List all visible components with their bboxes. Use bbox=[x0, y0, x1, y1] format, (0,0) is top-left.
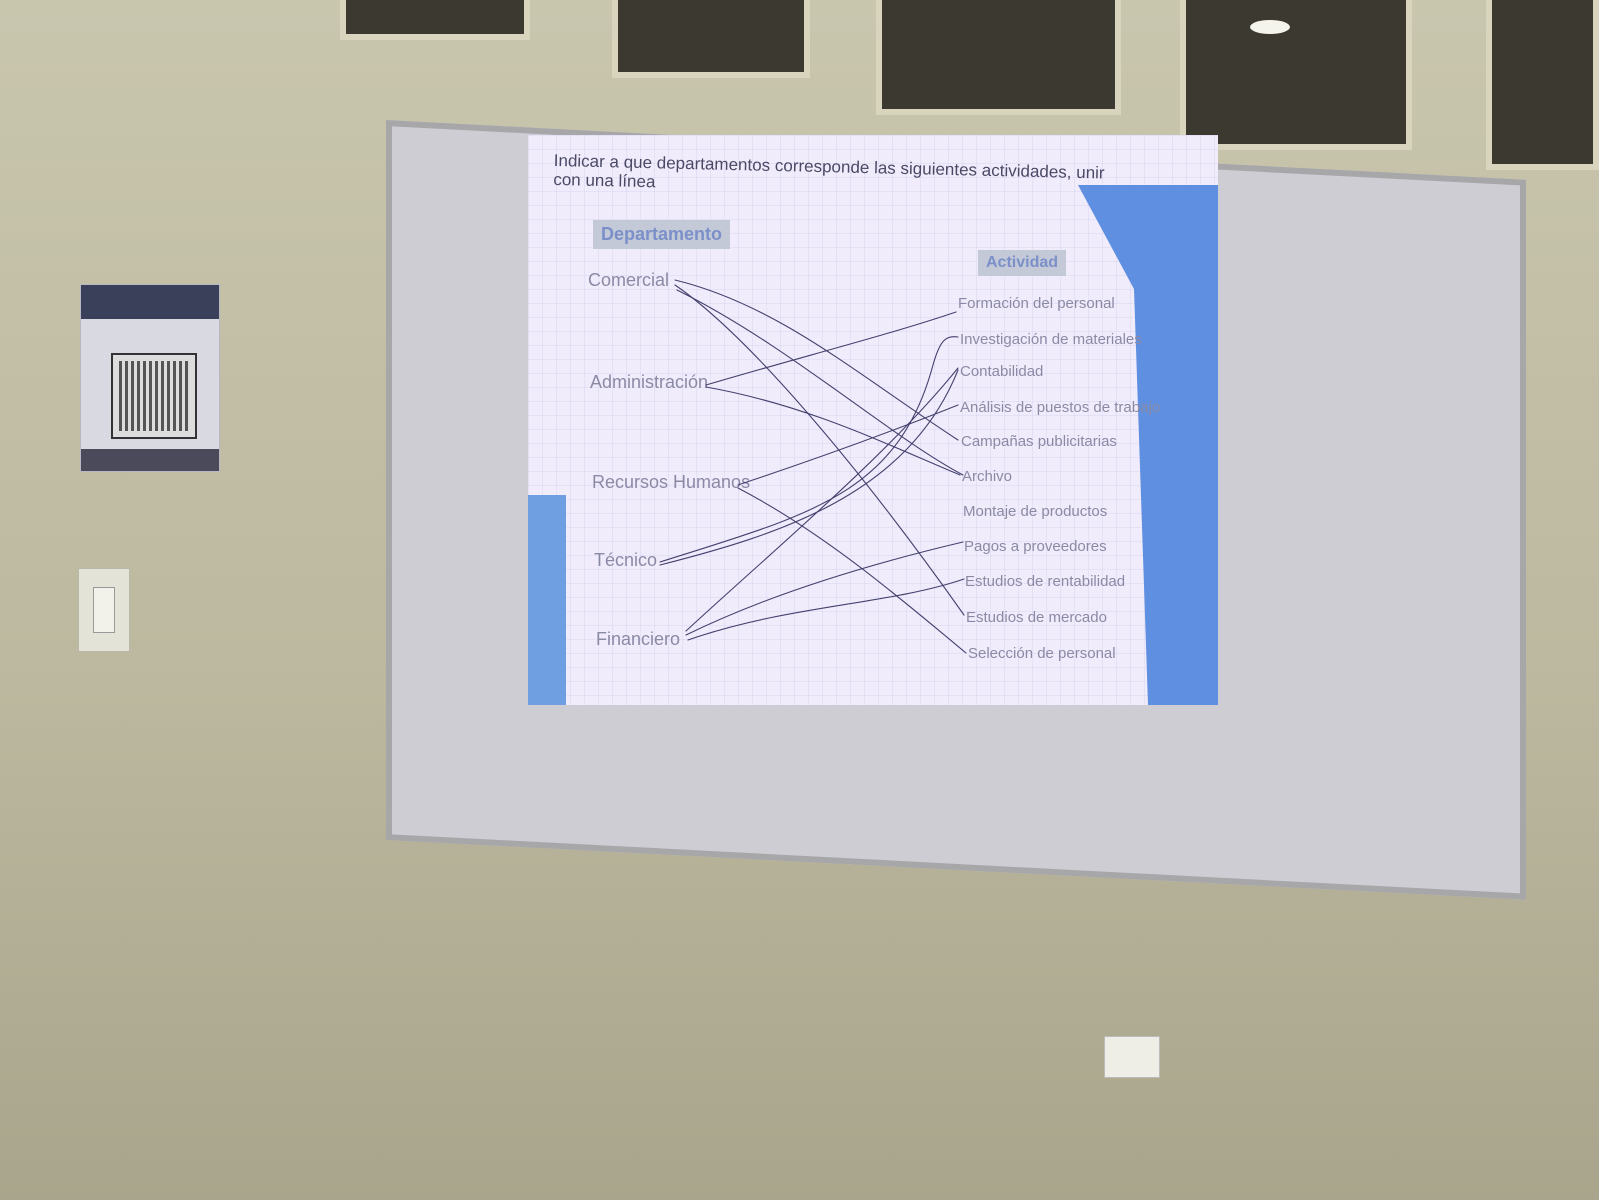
ceiling-window-3 bbox=[876, 0, 1121, 115]
line-financiero-contabilidad bbox=[685, 367, 959, 632]
act-campanas-publicitarias: Campañas publicitarias bbox=[961, 433, 1117, 450]
ceiling-window-1 bbox=[340, 0, 530, 40]
act-analisis-de-puestos: Análisis de puestos de trabajo bbox=[960, 399, 1161, 416]
line-comercial-pagos bbox=[676, 289, 964, 476]
act-seleccion-de-personal: Selección de personal bbox=[968, 645, 1116, 662]
line-admin-formacion bbox=[705, 311, 957, 386]
act-estudios-de-rentabilidad: Estudios de rentabilidad bbox=[965, 573, 1126, 590]
wall-poster bbox=[80, 284, 220, 472]
dept-financiero: Financiero bbox=[596, 629, 681, 649]
line-tecnico-investigacion bbox=[659, 336, 959, 563]
poster-footer bbox=[81, 449, 219, 471]
blue-band bbox=[528, 495, 566, 705]
line-tecnico-montaje bbox=[659, 369, 959, 566]
qr-code bbox=[113, 355, 195, 437]
act-estudios-de-mercado: Estudios de mercado bbox=[966, 609, 1107, 626]
activity-header: Actividad bbox=[978, 250, 1067, 276]
ceiling-light bbox=[1250, 20, 1290, 34]
switch-toggle bbox=[93, 587, 115, 633]
act-contabilidad: Contabilidad bbox=[960, 363, 1044, 380]
line-comercial-estudios-mercado bbox=[674, 284, 965, 616]
light-switch bbox=[78, 568, 130, 652]
act-archivo: Archivo bbox=[962, 468, 1013, 485]
dept-comercial: Comercial bbox=[588, 270, 670, 290]
power-outlet bbox=[1104, 1036, 1160, 1078]
poster-header bbox=[81, 285, 219, 319]
projected-slide: Indicar a que departamentos corresponde … bbox=[528, 135, 1218, 705]
act-pagos-a-proveedores: Pagos a proveedores bbox=[964, 538, 1107, 555]
line-financiero-rentabilidad bbox=[687, 578, 965, 641]
act-investigacion-de-materiales: Investigación de materiales bbox=[960, 331, 1142, 348]
line-rrhh-analisis bbox=[737, 404, 959, 486]
poster-subtitle bbox=[81, 319, 219, 325]
line-admin-archivo bbox=[705, 386, 961, 476]
line-rrhh-seleccion bbox=[737, 487, 967, 654]
act-formacion-del-personal: Formación del personal bbox=[958, 295, 1115, 312]
act-montaje-de-productos: Montaje de productos bbox=[963, 503, 1108, 520]
dept-recursos-humanos: Recursos Humanos bbox=[592, 472, 751, 492]
hand-drawn-lines bbox=[659, 279, 967, 654]
dept-tecnico: Técnico bbox=[594, 550, 658, 570]
ceiling-window-5 bbox=[1486, 0, 1599, 170]
line-financiero-pagos bbox=[685, 541, 964, 636]
dept-administracion: Administración bbox=[590, 372, 709, 392]
line-comercial-campanas bbox=[674, 279, 959, 441]
ceiling-window-2 bbox=[612, 0, 810, 78]
department-header: Departamento bbox=[593, 220, 731, 249]
ceiling-window-4 bbox=[1180, 0, 1412, 150]
